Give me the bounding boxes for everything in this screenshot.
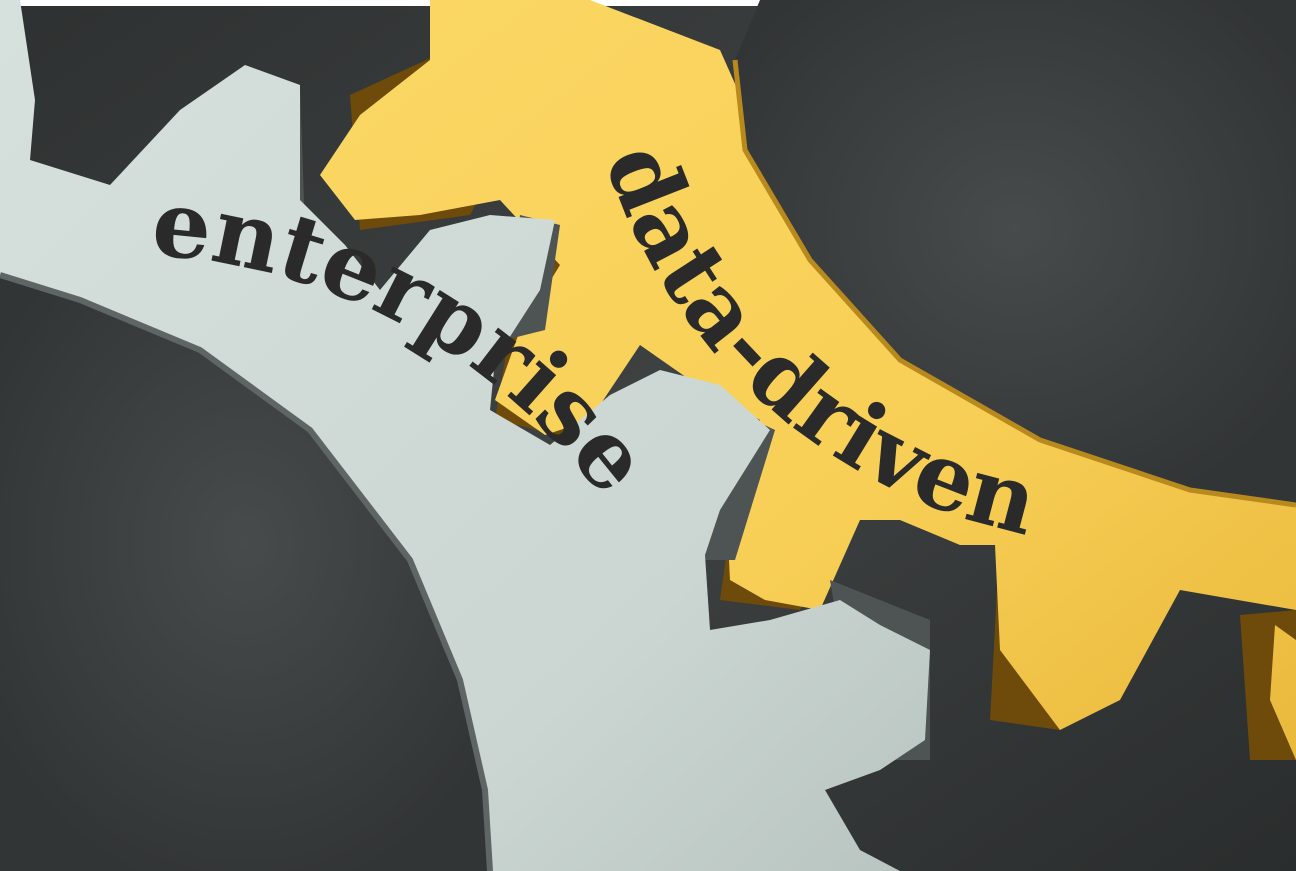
gold-gear: data-driven: [320, 0, 1296, 760]
frame-top: [0, 0, 1296, 6]
